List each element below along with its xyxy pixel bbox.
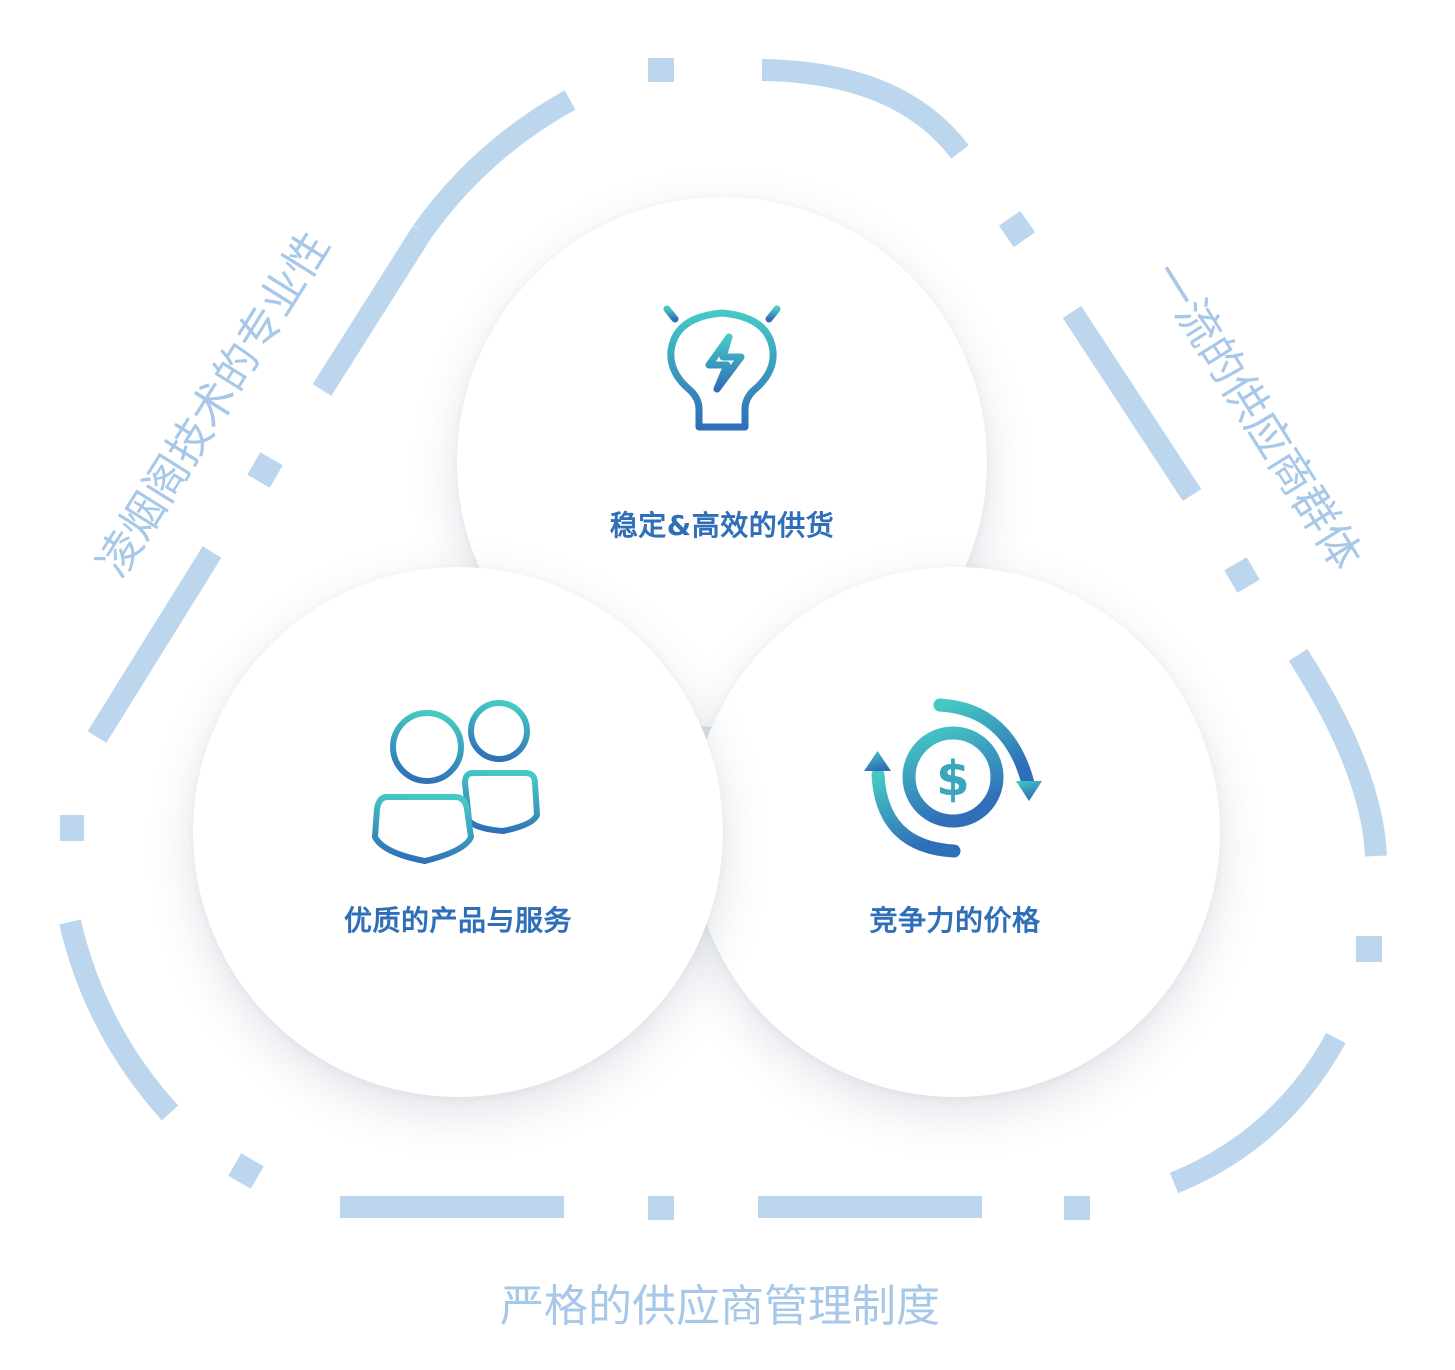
ring-dot xyxy=(1356,936,1382,962)
ring-dot xyxy=(998,210,1036,248)
users-icon xyxy=(372,700,540,864)
ring-segment xyxy=(59,919,179,1121)
ring-dot xyxy=(1064,1196,1090,1220)
circle-label: 稳定&高效的供货 xyxy=(609,509,835,542)
circle-competitive-price: $ 竞争力的价格 xyxy=(690,567,1220,1097)
ring-segment xyxy=(761,59,969,159)
ring-dot xyxy=(60,815,84,841)
circle-quality-service: 优质的产品与服务 xyxy=(193,567,723,1097)
lightbulb-icon xyxy=(639,283,805,477)
ring-segment xyxy=(1062,305,1202,502)
circle-label: 竞争力的价格 xyxy=(869,904,1041,937)
outer-label-bottom: 严格的供应商管理制度 xyxy=(500,1281,940,1332)
ring-dot xyxy=(648,58,674,82)
ring-segment xyxy=(1288,649,1387,857)
ring-segment xyxy=(87,546,222,743)
ring-dot xyxy=(1224,557,1260,593)
circle-label: 优质的产品与服务 xyxy=(343,904,572,937)
ring-dot xyxy=(247,452,283,488)
ring-dot xyxy=(648,1196,674,1220)
ring-segment xyxy=(1169,1032,1346,1194)
ring-segment xyxy=(312,226,432,396)
ring-dot xyxy=(228,1153,264,1189)
svg-text:$: $ xyxy=(936,751,969,807)
dollar-cycle-icon: $ xyxy=(864,698,1042,858)
ring-segment xyxy=(413,90,576,239)
